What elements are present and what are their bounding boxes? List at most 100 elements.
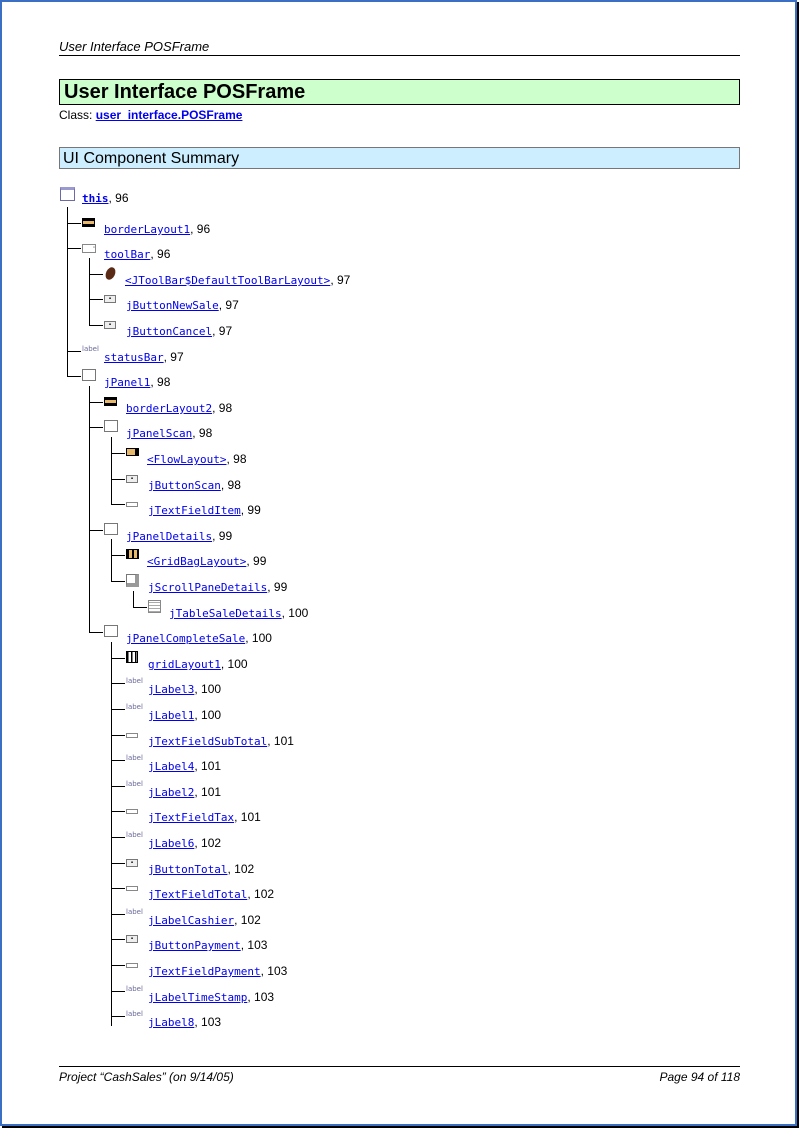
page-reference: 99 <box>218 529 233 543</box>
page-reference: 99 <box>247 503 261 517</box>
separator: , <box>150 375 158 389</box>
label-icon: label <box>126 702 143 714</box>
tree-connector-line <box>111 991 125 992</box>
border-layout-icon <box>104 395 118 407</box>
separator: , <box>194 759 202 773</box>
component-link[interactable]: jLabel2 <box>148 786 195 799</box>
component-link[interactable]: jButtonTotal <box>148 863 228 876</box>
separator: , <box>267 580 274 594</box>
page-title: User Interface POSFrame <box>59 79 740 105</box>
textfield-icon <box>126 497 140 509</box>
component-link[interactable]: <JToolBar$DefaultToolBarLayout> <box>125 274 331 287</box>
scrollpane-icon-shape <box>126 574 139 587</box>
page-reference: 98 <box>227 478 241 492</box>
page-reference: 98 <box>198 426 213 440</box>
tree-connector-line <box>67 283 68 309</box>
class-link[interactable]: user_interface.POSFrame <box>95 108 243 122</box>
component-link[interactable]: jTableSaleDetails <box>169 607 282 620</box>
component-link[interactable]: jPanelCompleteSale <box>126 632 246 645</box>
label-icon-shape: label <box>126 677 143 685</box>
label-icon: label <box>126 984 143 996</box>
component-link[interactable]: jButtonScan <box>148 479 221 492</box>
toolbar-icon: ▫ <box>82 241 96 253</box>
tree-item-label: this, 96 <box>82 191 129 205</box>
tree-connector-line <box>111 795 112 821</box>
tree-connector-line <box>111 863 125 864</box>
tree-connector-line <box>89 258 90 284</box>
component-link[interactable]: this <box>82 192 109 205</box>
tree-connector-line <box>89 325 103 326</box>
component-link[interactable]: borderLayout2 <box>126 402 213 415</box>
page-reference: 102 <box>240 913 261 927</box>
component-link[interactable]: jTextFieldItem <box>148 504 241 517</box>
page-reference: 100 <box>201 708 222 722</box>
tree-item-label: jLabelTimeStamp, 103 <box>148 990 274 1004</box>
textfield-icon <box>126 804 140 816</box>
panel-icon <box>104 523 118 535</box>
component-link[interactable]: gridLayout1 <box>148 658 221 671</box>
component-link[interactable]: jLabelTimeStamp <box>148 991 248 1004</box>
separator: , <box>194 836 202 850</box>
tree-item-label: jPanelDetails, 99 <box>126 529 232 543</box>
label-icon-shape: label <box>126 908 143 916</box>
tree-connector-line <box>111 693 112 719</box>
component-link[interactable]: toolBar <box>104 248 151 261</box>
tree-connector-line <box>111 847 112 873</box>
tree-connector-line <box>89 402 103 403</box>
separator: , <box>240 938 248 952</box>
separator: , <box>194 785 202 799</box>
component-link[interactable]: jTextFieldSubTotal <box>148 735 268 748</box>
tree-item-label: jLabel3, 100 <box>148 682 221 696</box>
separator: , <box>218 298 226 312</box>
tree-connector-line <box>67 232 68 258</box>
separator: , <box>108 191 116 205</box>
tree-connector-line <box>89 299 103 300</box>
component-link[interactable]: statusBar <box>104 351 164 364</box>
bean-icon <box>103 265 118 282</box>
component-link[interactable]: jButtonNewSale <box>126 299 219 312</box>
component-link[interactable]: jTextFieldTotal <box>148 888 248 901</box>
component-link[interactable]: jPanelScan <box>126 427 193 440</box>
tree-item-label: jLabel1, 100 <box>148 708 221 722</box>
label-icon: label <box>82 344 99 356</box>
component-link[interactable]: jPanel1 <box>104 376 151 389</box>
tree-connector-line <box>89 274 103 275</box>
component-link[interactable]: <FlowLayout> <box>147 453 227 466</box>
component-link[interactable]: jLabel4 <box>148 760 195 773</box>
panel-icon-shape <box>104 420 118 432</box>
tree-item-label: borderLayout2, 98 <box>126 401 232 415</box>
button-icon-shape: ▪ <box>104 321 116 329</box>
component-link[interactable]: jLabelCashier <box>148 914 235 927</box>
tree-item-label: jLabel2, 101 <box>148 785 221 799</box>
tree-item-label: statusBar, 97 <box>104 350 184 364</box>
page-reference: 96 <box>115 191 129 205</box>
flow-layout-icon-shape <box>126 448 139 456</box>
tree-connector-line <box>111 1016 125 1017</box>
component-link[interactable]: jLabel8 <box>148 1016 195 1029</box>
separator: , <box>212 401 219 415</box>
tree-connector-line <box>111 965 125 966</box>
textfield-icon-shape <box>126 502 138 507</box>
page-reference: 96 <box>196 222 211 236</box>
component-link[interactable]: jLabel3 <box>148 683 195 696</box>
tree-connector-line <box>111 760 125 761</box>
tree-connector-line <box>67 248 81 249</box>
component-link[interactable]: jTextFieldTax <box>148 811 235 824</box>
component-link[interactable]: jScrollPaneDetails <box>148 581 268 594</box>
component-link[interactable]: jButtonCancel <box>126 325 213 338</box>
component-link[interactable]: jTextFieldPayment <box>148 965 261 978</box>
tree-item-label: jLabelCashier, 102 <box>148 913 261 927</box>
component-link[interactable]: jPanelDetails <box>126 530 213 543</box>
component-link[interactable]: borderLayout1 <box>104 223 191 236</box>
panel-icon <box>104 420 118 432</box>
label-icon: label <box>126 753 143 765</box>
window-icon <box>60 187 75 201</box>
component-link[interactable]: <GridBagLayout> <box>147 555 247 568</box>
component-link[interactable]: jButtonPayment <box>148 939 241 952</box>
tree-connector-line <box>89 283 90 309</box>
component-link[interactable]: jLabel1 <box>148 709 195 722</box>
page-reference: 98 <box>218 401 233 415</box>
page-reference: 103 <box>254 990 275 1004</box>
component-link[interactable]: jLabel6 <box>148 837 195 850</box>
